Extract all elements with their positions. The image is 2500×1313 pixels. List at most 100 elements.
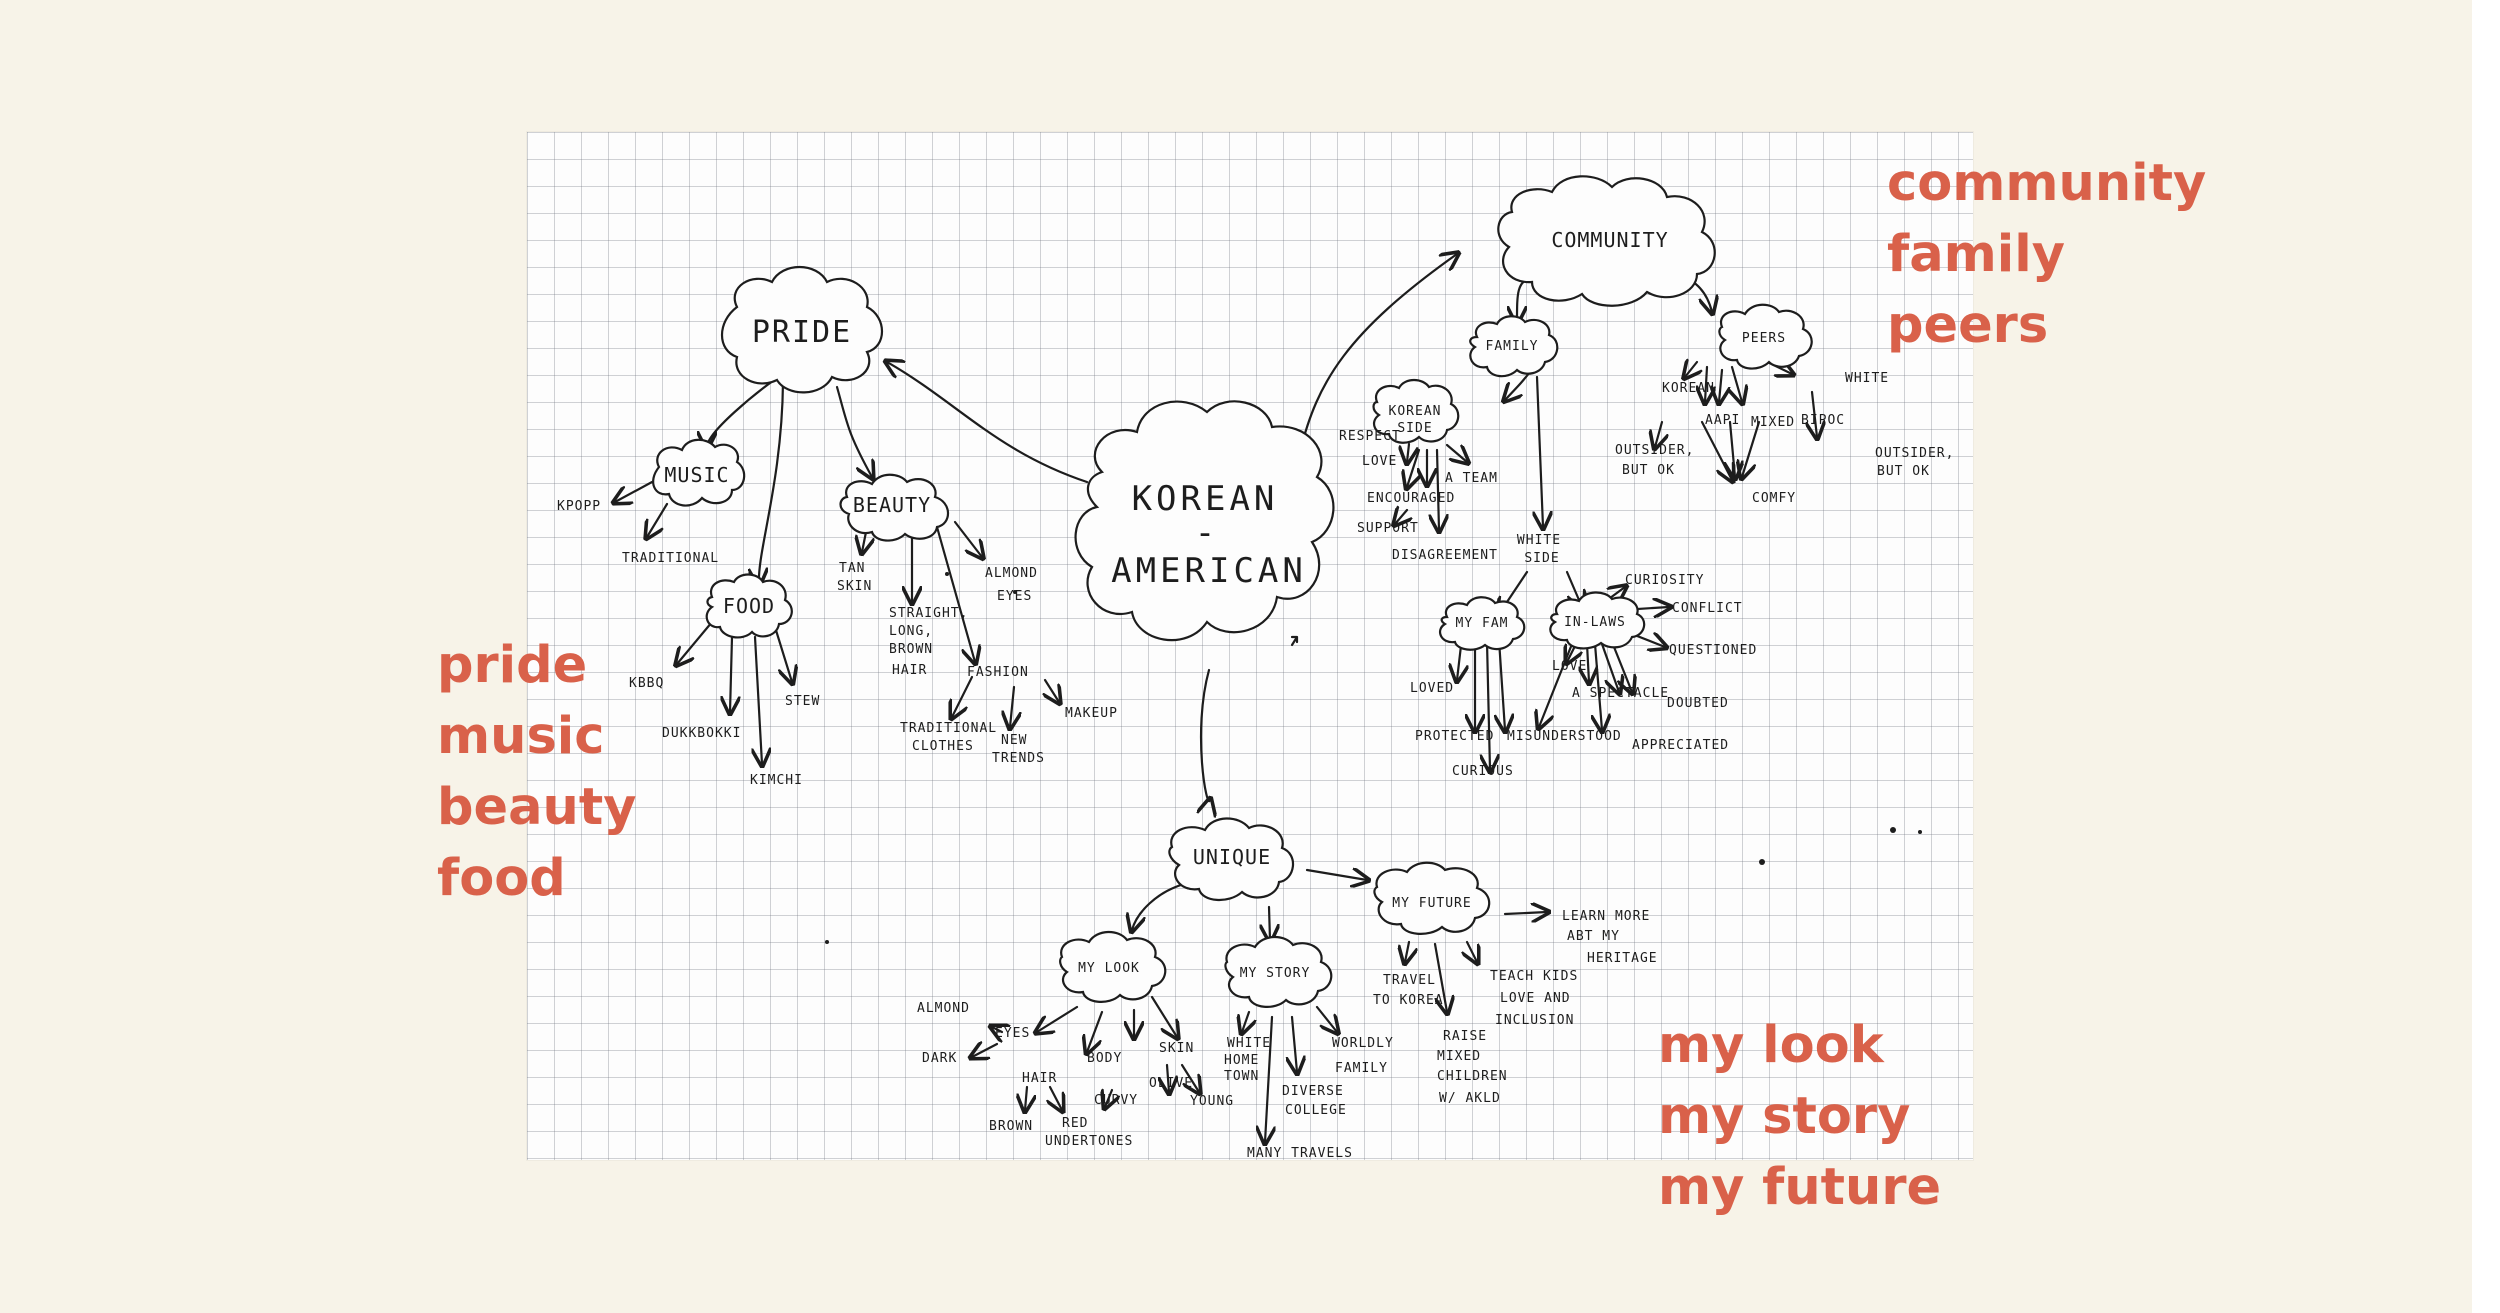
kimchi-label: KIMCHI (750, 773, 803, 788)
aapi-label: AAPI (1705, 413, 1740, 428)
questioned-label: QUESTIONED (1669, 643, 1757, 658)
white-hometown-3: TOWN (1224, 1069, 1259, 1084)
my-story-label: MY STORY (1240, 966, 1311, 981)
korean-side-label-2: SIDE (1397, 421, 1432, 436)
inclusion-label: INCLUSION (1495, 1013, 1574, 1028)
peers-label: PEERS (1742, 331, 1786, 346)
center-label-american: AMERICAN (1111, 551, 1307, 591)
love2-label: LOVE (1552, 659, 1587, 674)
annotation-community: community (1887, 154, 2207, 213)
cloud-my-look (1059, 930, 1167, 1003)
a-team-label: A TEAM (1445, 471, 1498, 486)
protected-label: PROTECTED (1415, 729, 1494, 744)
outsider2-label-2: BUT OK (1877, 464, 1930, 479)
cloud-korean-american (1074, 400, 1335, 642)
outsider1-label-2: BUT OK (1622, 463, 1675, 478)
family-label: FAMILY (1486, 339, 1539, 354)
cloud-music (652, 438, 746, 507)
bipoc-label: BIPOC (1801, 413, 1845, 428)
college-label: COLLEGE (1285, 1103, 1347, 1118)
brown-label: BROWN (889, 642, 933, 657)
annotation-bottom-right: my look my story my future (1658, 1010, 1941, 1223)
annotation-my-story: my story (1658, 1087, 1911, 1146)
cloud-korean-side (1372, 378, 1460, 444)
pride-label: PRIDE (752, 315, 852, 350)
curiosity-label: CURIOSITY (1625, 573, 1704, 588)
respect-label: RESPECT (1339, 429, 1401, 444)
cloud-my-story (1224, 935, 1333, 1008)
fashion-label: FASHION (967, 665, 1029, 680)
annotation-family: family (1887, 225, 2065, 284)
tan-label: TAN (839, 561, 865, 576)
annotation-my-look: my look (1658, 1016, 1884, 1075)
cloud-family (1469, 315, 1559, 378)
stew-label: STEW (785, 694, 820, 709)
eyes-label: EYES (997, 589, 1032, 604)
annotation-my-future: my future (1658, 1158, 1942, 1217)
raise-label: RAISE (1443, 1029, 1487, 1044)
in-laws-label: IN-LAWS (1564, 615, 1626, 630)
outsider2-label-1: OUTSIDER, (1875, 446, 1954, 461)
olive-label: OLIVE (1149, 1076, 1193, 1091)
dark-label: DARK (922, 1051, 957, 1066)
white-peer-label: WHITE (1845, 371, 1889, 386)
worldly-label: WORLDLY (1332, 1036, 1394, 1051)
annotation-beauty: beauty (437, 778, 637, 837)
cloud-pride (721, 266, 883, 394)
diverse-label: DIVERSE (1282, 1084, 1344, 1099)
annotation-food: food (437, 849, 566, 908)
appreciated-label: APPRECIATED (1632, 738, 1729, 753)
kbbq-label: KBBQ (629, 676, 664, 691)
new-trends-label-1: NEW (1001, 733, 1027, 748)
cloud-food (705, 573, 793, 639)
cloud-community (1497, 175, 1716, 307)
skin2-label: SKIN (1159, 1041, 1194, 1056)
red-label: RED (1062, 1116, 1088, 1131)
my-fam-label: MY FAM (1456, 616, 1509, 631)
my-future-label: MY FUTURE (1392, 896, 1471, 911)
teach-kids-label: TEACH KIDS (1490, 969, 1578, 984)
music-label: MUSIC (664, 463, 729, 487)
eyes2-label: EYES (995, 1026, 1030, 1041)
annotation-left: pride music beauty food (437, 630, 636, 914)
ink-specks (825, 572, 1922, 944)
white-side-label-1: WHITE (1517, 533, 1561, 548)
travel-label: TRAVEL (1383, 973, 1436, 988)
curvy-label: CURVY (1094, 1093, 1138, 1108)
encouraged-label: ENCOURAGED (1367, 491, 1455, 506)
support-label: SUPPORT (1357, 521, 1419, 536)
young-label: YOUNG (1190, 1094, 1234, 1109)
cloud-unique (1168, 817, 1294, 901)
community-label: COMMUNITY (1551, 228, 1668, 252)
cloud-peers (1718, 303, 1813, 370)
cloud-beauty (839, 473, 950, 542)
misunderstood-label: MISUNDERSTOOD (1507, 729, 1622, 744)
long-label: LONG, (889, 624, 933, 639)
outsider1-label-1: OUTSIDER, (1615, 443, 1694, 458)
w-akld-label: W/ AKLD (1439, 1091, 1501, 1106)
brown2-label: BROWN (989, 1119, 1033, 1134)
trad-clothes-label-1: TRADITIONAL (900, 721, 997, 736)
curious-label: CURIOUS (1452, 764, 1514, 779)
center-label-dash: - (1195, 513, 1219, 553)
loved-label: LOVED (1410, 681, 1454, 696)
annotation-pride: pride (437, 636, 588, 695)
annotation-top-right: community family peers (1887, 148, 2206, 361)
traditional-label: TRADITIONAL (622, 551, 719, 566)
almond2-label: ALMOND (917, 1001, 970, 1016)
my-look-label: MY LOOK (1078, 961, 1140, 976)
mixed-label: MIXED (1751, 415, 1795, 430)
korean-peer-label: KOREAN (1662, 381, 1715, 396)
conflict-label: CONFLICT (1672, 601, 1743, 616)
children-label: CHILDREN (1437, 1069, 1508, 1084)
love-label: LOVE (1362, 454, 1397, 469)
white-side-label-2: SIDE (1524, 551, 1559, 566)
cloud-my-fam (1438, 596, 1526, 651)
abt-my-label: ABT MY (1567, 929, 1620, 944)
mind-map-drawing: KOREAN - AMERICAN PRIDE MUSIC FOOD BEAUT… (557, 175, 1954, 1160)
center-label-korean: KOREAN (1132, 479, 1279, 519)
comfy-label: COMFY (1752, 491, 1796, 506)
page-edge (2472, 0, 2500, 1313)
heritage-label: HERITAGE (1587, 951, 1658, 966)
mind-map-sketch: KOREAN - AMERICAN PRIDE MUSIC FOOD BEAUT… (527, 132, 1973, 1160)
